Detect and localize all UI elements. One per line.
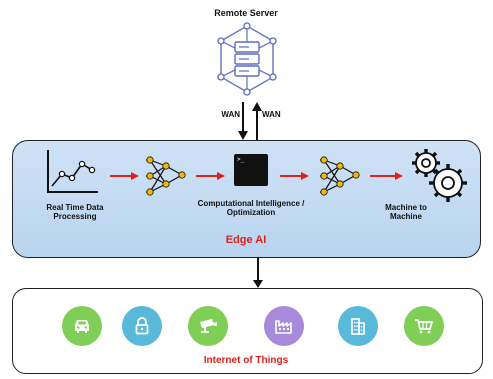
wan-down-label: WAN [221, 110, 240, 119]
iot-title: Internet of Things [203, 355, 289, 366]
building-icon [338, 306, 378, 346]
edge-ai-title: Edge AI [225, 234, 267, 246]
stage-label-data-processing: Real Time Data Processing [46, 203, 104, 222]
edge-ai-box [12, 140, 481, 258]
car-icon [62, 306, 102, 346]
wan-up-label: WAN [262, 110, 281, 119]
stage-arrow [280, 172, 309, 180]
wan-up-arrowhead [252, 102, 262, 111]
stage-arrow [110, 172, 139, 180]
edge-to-iot-arrow [253, 257, 263, 288]
stage-label-machine-to-machine: Machine to Machine [385, 203, 427, 222]
wan-down-arrowhead [238, 131, 248, 140]
terminal-icon: >_ [234, 154, 268, 186]
stage-arrow [370, 172, 403, 180]
lock-icon [122, 306, 162, 346]
line-graph-icon [47, 150, 98, 193]
wan-arrows [238, 102, 262, 140]
security-camera-icon [188, 306, 228, 346]
factory-icon [264, 306, 304, 346]
stage-label-computational-intelligence: Computational Intelligence / Optimizatio… [197, 199, 305, 218]
neural-network-icon [146, 156, 186, 196]
shopping-cart-icon [404, 306, 444, 346]
remote-server-title: Remote Server [214, 8, 278, 18]
server-network-icon [217, 22, 277, 96]
stage-arrow [196, 172, 225, 180]
gears-icon [412, 149, 467, 202]
neural-network-icon [320, 156, 360, 196]
